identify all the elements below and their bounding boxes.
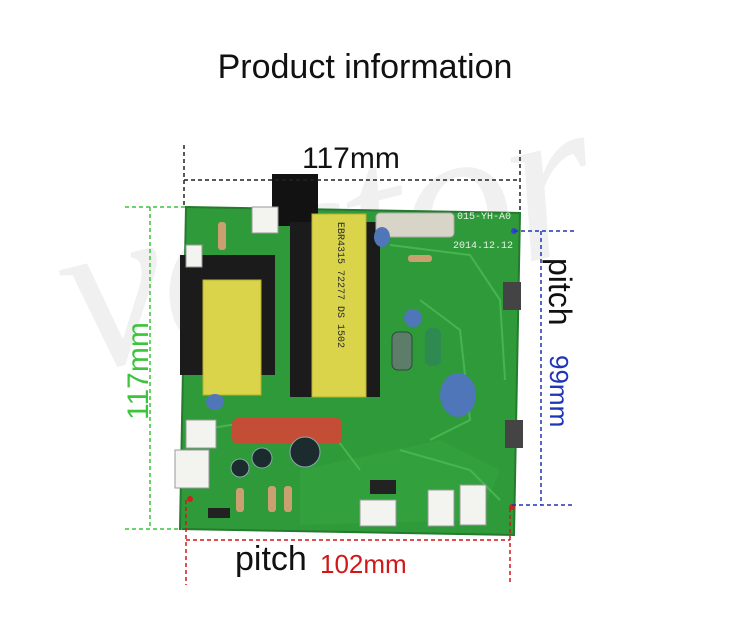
pitch-right-word: pitch: [542, 258, 578, 326]
left-transformer-coil: [202, 279, 262, 396]
pitch-bottom-word: pitch: [235, 540, 307, 578]
connector: [359, 499, 397, 527]
resistor: [218, 222, 226, 250]
electrolytic-capacitor: [289, 436, 321, 468]
film-capacitor: [232, 418, 342, 444]
power-resistor: [375, 212, 455, 238]
height-label: 117mm: [122, 322, 155, 420]
pitch-bottom-value: 102mm: [320, 549, 407, 579]
page-title: Product information: [217, 48, 513, 86]
inductor: [391, 331, 413, 371]
resistor: [268, 486, 276, 512]
electrolytic-capacitor: [251, 447, 273, 469]
resistor: [408, 255, 432, 262]
blue-capacitor: [404, 309, 422, 327]
pitch-right-value: 99mm: [544, 355, 574, 428]
transistor: [503, 282, 521, 310]
ic-chip: [208, 508, 230, 518]
resistor: [284, 486, 292, 512]
transformer-marking: EBR4315 72277 DS 1502: [334, 222, 345, 348]
connector: [185, 419, 217, 449]
main-transformer-coil: [311, 213, 367, 398]
silkscreen-date: 2014.12.12: [453, 241, 513, 252]
blue-capacitor: [374, 227, 390, 247]
inductor: [425, 328, 441, 366]
electrolytic-capacitor: [230, 458, 250, 478]
silkscreen-code: 015-YH-A0: [457, 212, 511, 223]
heatsink: [272, 174, 318, 226]
connector: [185, 244, 203, 268]
connector: [459, 484, 487, 526]
width-label: 117mm: [302, 142, 400, 175]
blue-capacitor: [440, 373, 476, 417]
mount-hole: [187, 496, 193, 502]
transistor: [505, 420, 523, 448]
connector: [427, 489, 455, 527]
blue-capacitor: [206, 394, 224, 410]
connector: [174, 449, 210, 489]
resistor: [236, 488, 244, 512]
connector: [251, 206, 279, 234]
ic-chip: [370, 480, 396, 494]
